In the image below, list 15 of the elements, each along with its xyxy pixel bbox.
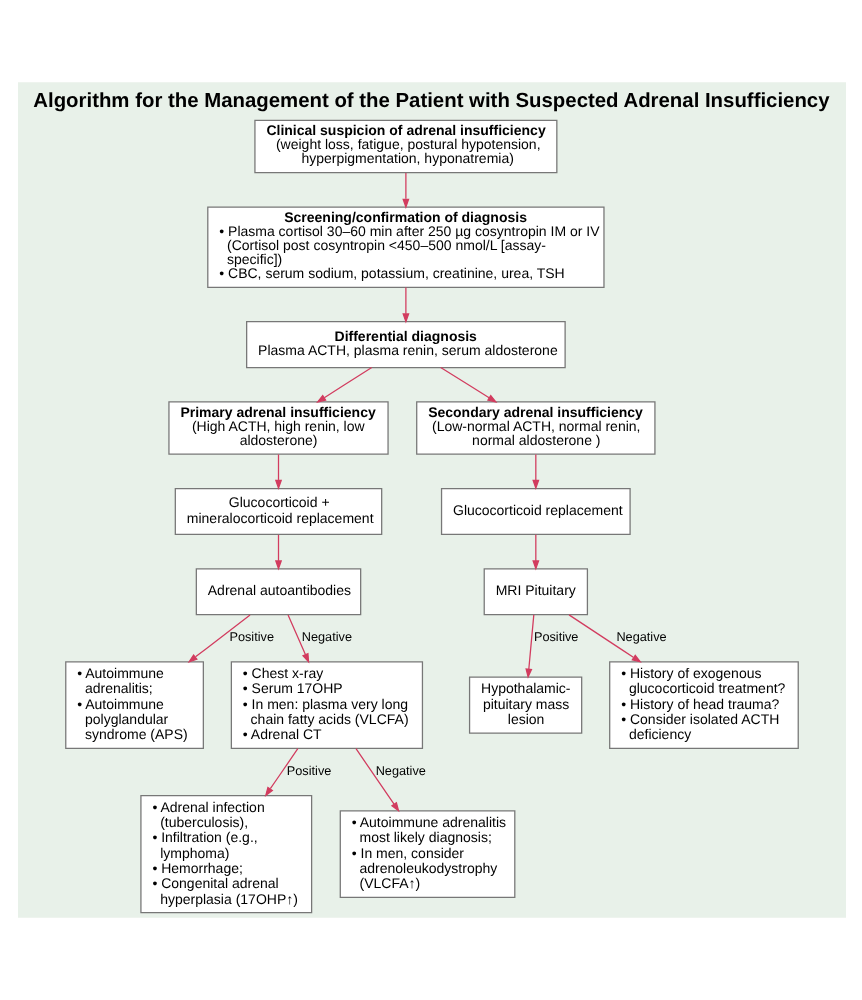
arrow <box>273 534 282 571</box>
arrow <box>273 453 282 490</box>
diagram-title: Algorithm for the Management of the Patient with Suspected Adrenal Insufficiency <box>32 91 829 114</box>
arrow <box>401 172 409 209</box>
arrow <box>531 453 539 490</box>
arrow <box>567 614 641 663</box>
arrow <box>531 534 539 571</box>
arrow <box>524 614 534 679</box>
arrow <box>354 748 399 813</box>
arrow <box>286 614 309 664</box>
arrow <box>315 366 372 403</box>
arrow <box>439 366 497 403</box>
arrow <box>186 614 250 663</box>
arrow <box>401 286 409 324</box>
arrow <box>263 748 298 797</box>
